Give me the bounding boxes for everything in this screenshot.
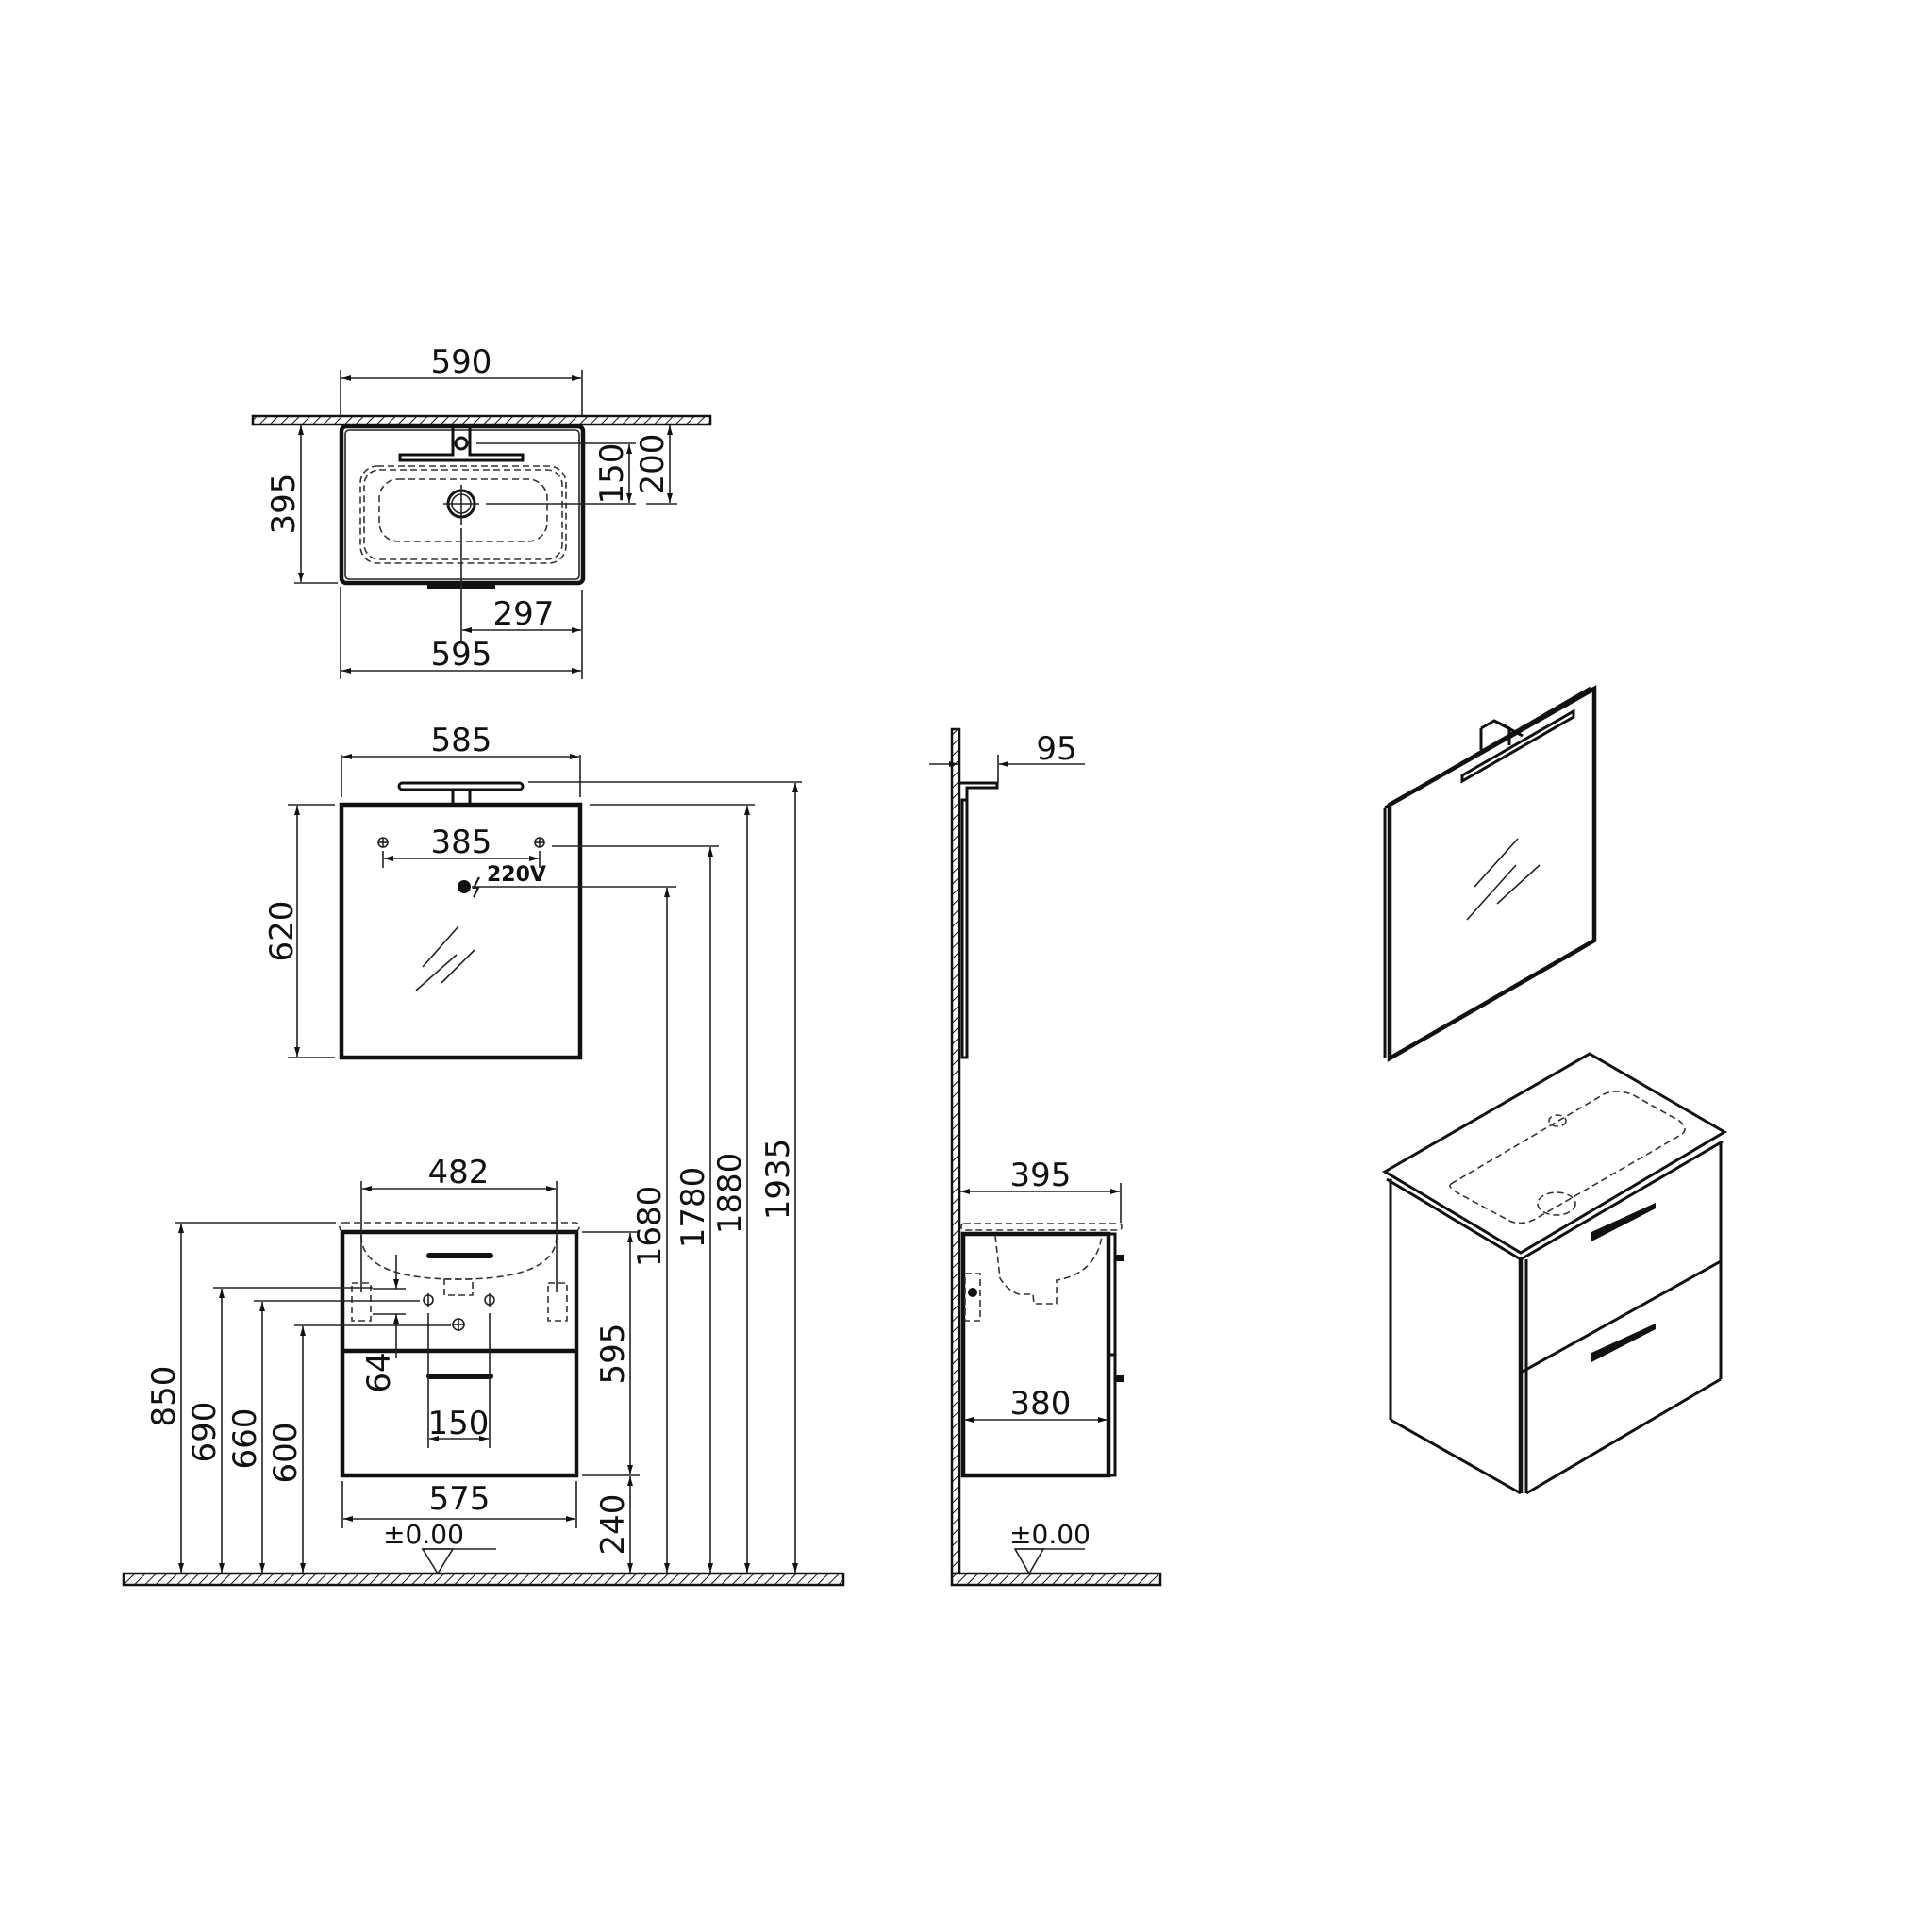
iso-basin-top: [1382, 1052, 1727, 1255]
waste-hole-icon: [452, 1318, 465, 1331]
dim-482: 482: [428, 1154, 490, 1191]
dim-575: 575: [429, 1480, 491, 1518]
dim-1680: 1680: [631, 1186, 669, 1268]
screw-icon: [534, 837, 545, 848]
dim-385: 385: [431, 824, 492, 861]
dim-595-top: 595: [431, 636, 492, 674]
supply-hole-icon: [484, 1293, 495, 1307]
floor-level-label-side: ±0.00: [1009, 1519, 1091, 1550]
dim-297: 297: [493, 595, 555, 633]
wall-bracket-left: [351, 1282, 372, 1322]
iso-lower-handle: [1591, 1324, 1656, 1362]
wall-section-side: [950, 727, 961, 1575]
dim-590: 590: [431, 343, 492, 381]
lower-drawer-handle: [426, 1374, 493, 1379]
dim-660: 660: [226, 1408, 264, 1470]
screw-icon: [377, 837, 389, 848]
dim-600: 600: [267, 1423, 305, 1484]
tap-hole: [454, 436, 469, 451]
top-view: 590 395 150 200 297 595: [251, 343, 712, 679]
dim-1880: 1880: [711, 1153, 749, 1235]
upper-drawer-handle: [426, 1253, 493, 1258]
dim-200-top: 200: [634, 434, 672, 495]
dim-585: 585: [431, 722, 492, 759]
floor-section: [122, 1572, 845, 1587]
vanity-cabinet: [340, 1229, 579, 1478]
handle-side-upper: [1116, 1255, 1124, 1261]
mirror-side: [960, 798, 969, 1059]
dim-395-top: 395: [265, 474, 303, 535]
dim-64: 64: [360, 1352, 398, 1392]
mirror: [339, 802, 583, 1060]
dim-1780: 1780: [675, 1167, 712, 1249]
led-light-bar: [397, 781, 525, 791]
dim-380: 380: [1010, 1385, 1072, 1423]
dim-95: 95: [1036, 730, 1076, 768]
floor-level-label: ±0.00: [383, 1519, 464, 1550]
lightning-icon: [472, 876, 480, 898]
dim-690: 690: [186, 1402, 224, 1463]
level-marker-icon: [1013, 1548, 1045, 1575]
iso-upper-handle: [1591, 1203, 1656, 1241]
dim-150-front: 150: [428, 1405, 490, 1442]
handle-side-lower: [1116, 1375, 1124, 1382]
dim-240: 240: [594, 1494, 632, 1556]
wall-section: [251, 414, 712, 426]
iso-bowl: [1449, 1091, 1686, 1224]
dim-395-side: 395: [1010, 1157, 1072, 1194]
side-view: 95 395 380 ±0.00: [929, 727, 1162, 1587]
basin-top-edge: [339, 1222, 580, 1232]
bowl-outer: [359, 465, 567, 564]
cabinet-side: [960, 1231, 1111, 1478]
floor-section-side: [950, 1572, 1162, 1587]
iso-mirror: [1383, 685, 1597, 1062]
supply-hole-icon: [423, 1293, 434, 1307]
dim-850: 850: [145, 1366, 183, 1427]
iso-drain: [1537, 1191, 1576, 1216]
bowl-side-hidden: [994, 1235, 1103, 1305]
tap-deck: [398, 425, 525, 462]
bowl-inner: [378, 478, 548, 542]
dim-595-front: 595: [594, 1324, 632, 1385]
iso-light-bar: [1460, 708, 1575, 784]
iso-vanity: [1382, 1052, 1727, 1495]
dim-620: 620: [263, 901, 301, 962]
dim-150-top: 150: [593, 443, 631, 505]
electrical-point-icon: [458, 880, 471, 893]
iso-tap-hole: [1548, 1114, 1567, 1127]
level-marker-icon: [421, 1548, 455, 1575]
vanity-front-view: 482 64 150 575 ±0.00 595 240 850 690: [122, 781, 845, 1587]
wall-bracket-right: [547, 1282, 568, 1322]
light-bracket-side: [960, 781, 999, 800]
mirror-front-view: 220V 585 385 620: [263, 722, 583, 1060]
dim-1935: 1935: [759, 1139, 797, 1221]
isometric-view: [1382, 685, 1727, 1495]
voltage-label: 220V: [487, 863, 546, 887]
